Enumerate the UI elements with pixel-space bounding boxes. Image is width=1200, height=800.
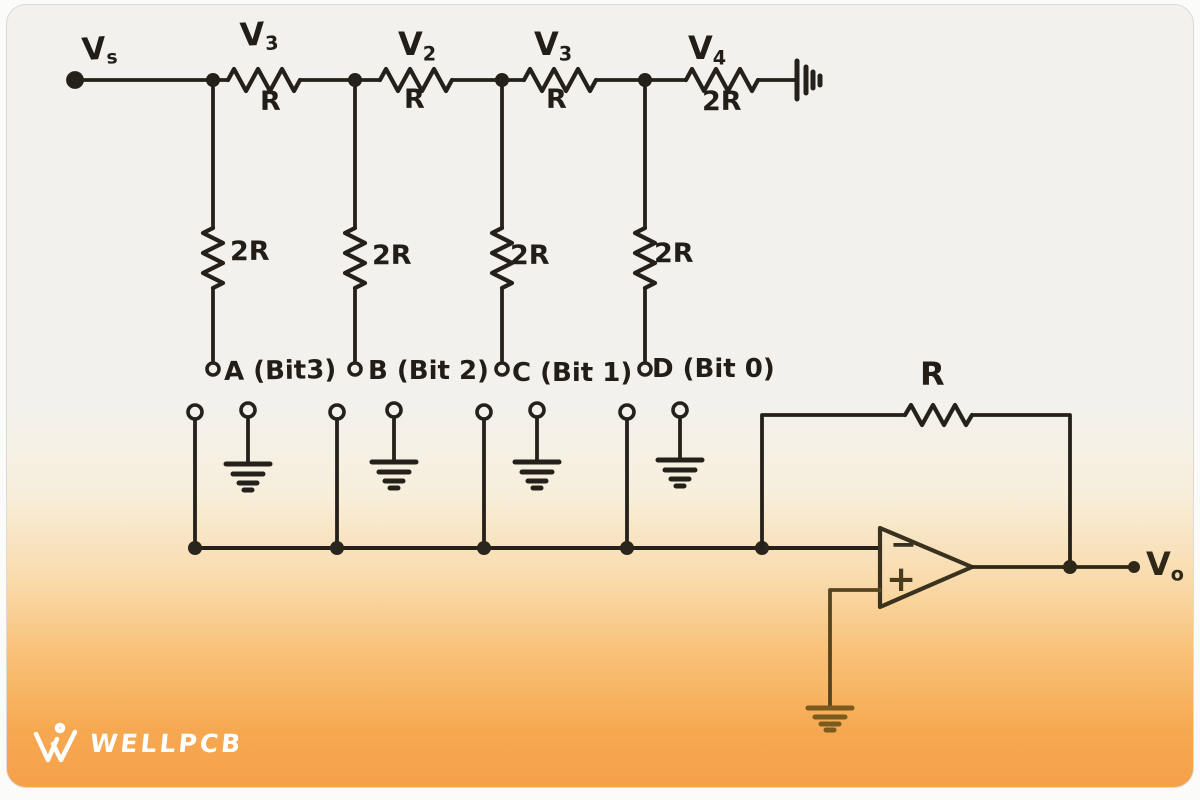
- output-voltage-label: Vo: [1146, 545, 1184, 586]
- series-resistor-zigzags: [225, 66, 761, 94]
- ground-icon: [369, 459, 419, 491]
- shunt-resistor-value-3: 2R: [510, 240, 550, 271]
- source-terminal-dot: [66, 71, 84, 89]
- feedback-resistor-icon: [902, 402, 975, 428]
- series-resistor-3-icon: [521, 66, 599, 94]
- series-resistor-value-2: R: [404, 84, 425, 115]
- output-terminal-dot: [1128, 561, 1140, 573]
- series-resistor-2-icon: [377, 66, 455, 94]
- series-node-label-3: V3: [534, 25, 573, 66]
- series-node-label-1: V3: [238, 14, 280, 56]
- series-resistor-value-4: 2R: [702, 86, 742, 117]
- shunt-resistor-2-icon: [342, 225, 368, 291]
- bit-label-a: A (Bit3): [223, 355, 337, 387]
- shunt-resistor-value-4: 2R: [654, 238, 694, 269]
- brand-logo-text: WELLPCB: [88, 728, 245, 758]
- opamp-ground-icon: [805, 705, 855, 733]
- ground-icon: [512, 459, 562, 491]
- series-resistor-value-1: R: [260, 86, 281, 117]
- bit-label-c: C (Bit 1): [512, 358, 633, 388]
- noninverting-input-symbol: +: [886, 559, 917, 600]
- photo-card-background: [6, 4, 1194, 788]
- noninverting-input-wire: [828, 588, 882, 708]
- shunt-resistor-4-icon: [632, 225, 658, 291]
- wellpcb-w-icon: [33, 722, 78, 763]
- bit-label-b: B (Bit 2): [368, 356, 489, 386]
- shunt-branches: [200, 78, 658, 364]
- switch-pole-wires: [193, 415, 682, 550]
- opamp-triangle-icon: [877, 525, 975, 610]
- series-node-label-4: V4: [688, 29, 727, 70]
- bit-terminal-circles: [205, 361, 653, 377]
- shunt-resistor-value-1: 2R: [230, 236, 270, 267]
- rail-ground-icon: [794, 58, 823, 102]
- feedback-resistor-label: R: [920, 355, 945, 393]
- switch-ground-icons: [223, 457, 705, 493]
- ground-icon: [655, 457, 705, 489]
- shunt-resistor-1-icon: [200, 225, 226, 291]
- bit-label-d: D (Bit 0): [652, 354, 775, 384]
- series-resistor-value-3: R: [546, 84, 567, 115]
- switch-pole-terminals: [186, 401, 689, 421]
- feedback-loop: [760, 402, 1072, 567]
- shunt-resistor-3-icon: [489, 225, 515, 291]
- series-node-label-2: V2: [398, 25, 437, 66]
- ground-icon: [223, 461, 273, 493]
- inverting-input-symbol: −: [890, 525, 917, 563]
- shunt-resistor-value-2: 2R: [372, 240, 412, 271]
- output-junction-dot: [1063, 560, 1077, 574]
- brand-logo: WELLPCB: [30, 720, 245, 766]
- bus-junction-dots: [188, 541, 769, 555]
- source-voltage-label: Vs: [80, 30, 119, 69]
- series-resistor-1-icon: [225, 66, 303, 94]
- series-resistor-4-icon: [683, 66, 761, 94]
